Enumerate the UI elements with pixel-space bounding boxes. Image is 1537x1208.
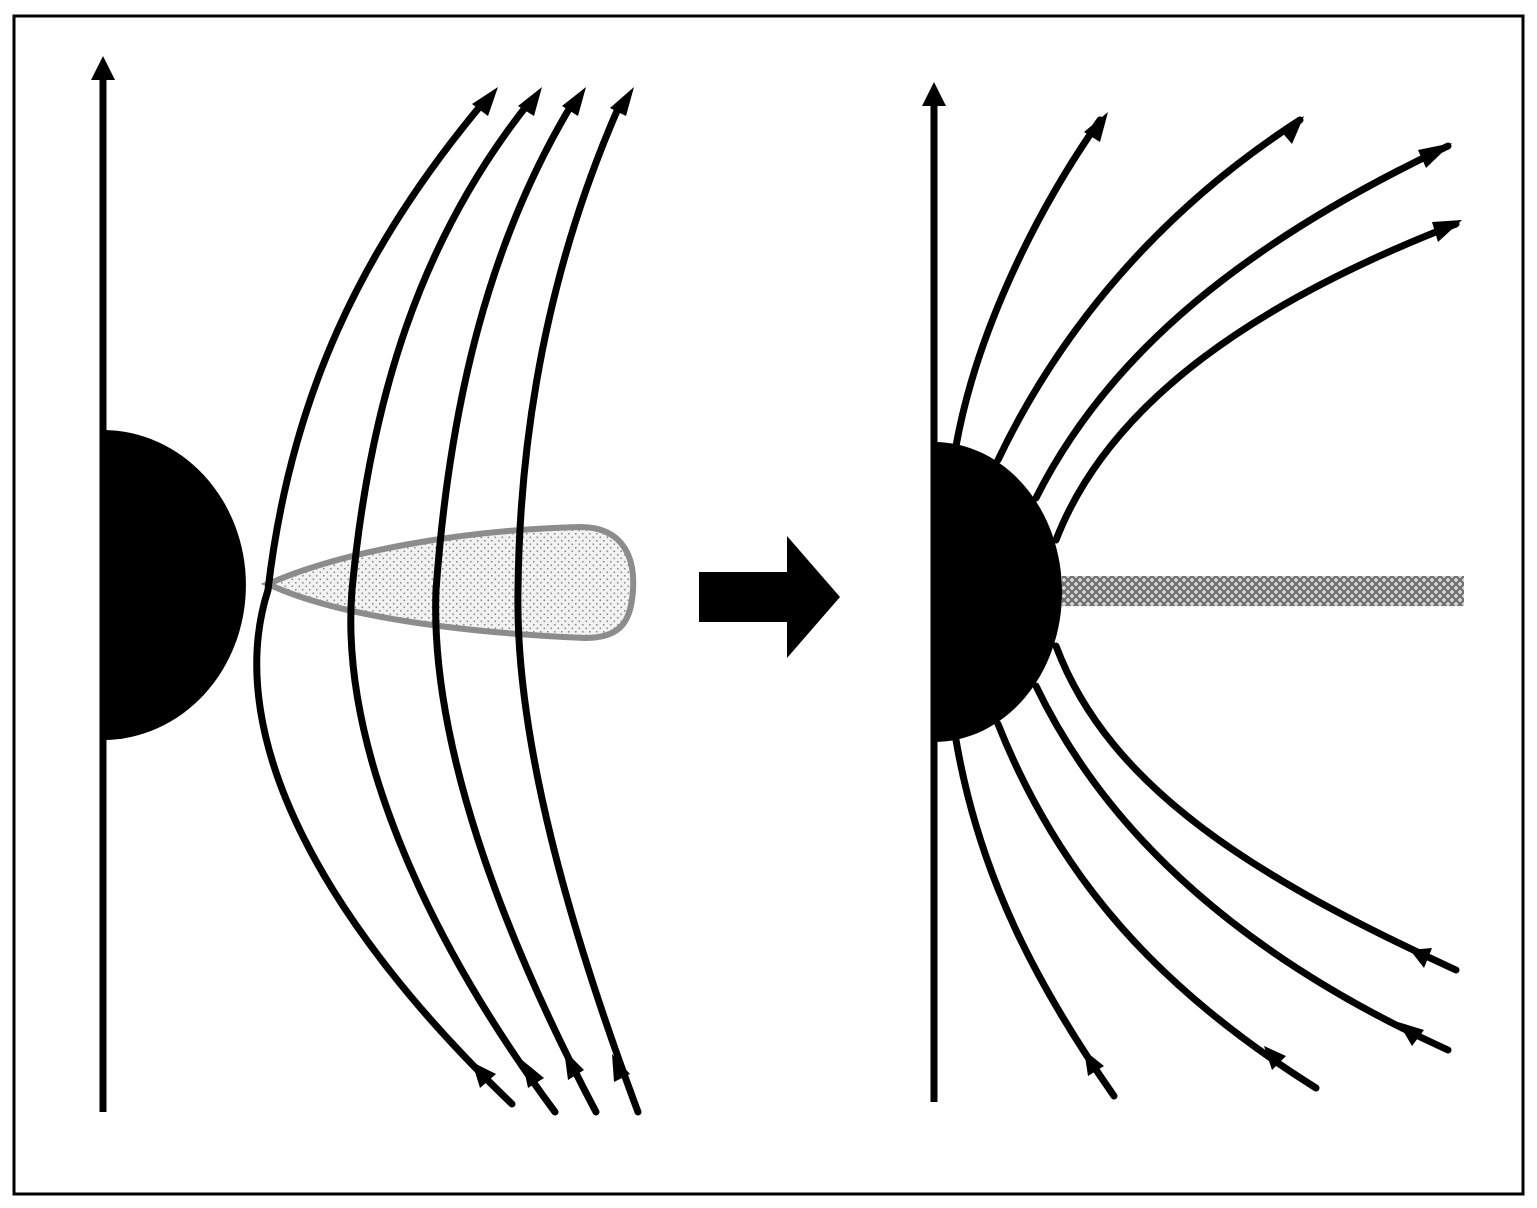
left-bottom-arrowhead-icon (472, 1062, 496, 1088)
right-lower-field-line-3 (1032, 682, 1452, 1054)
right-upper-field-line-1 (952, 116, 1104, 450)
left-half-disc (103, 430, 246, 740)
left-top-arrowhead-icon (518, 87, 542, 116)
right-panel (922, 82, 1464, 1102)
right-axis-arrowhead-icon (922, 82, 946, 106)
right-lower-arrowhead-icon (1084, 1050, 1104, 1076)
left-bottom-arrowhead-icon (564, 1050, 584, 1080)
right-lower-arrowhead-icon (1264, 1046, 1286, 1070)
right-upper-arrowhead-icon (1084, 112, 1108, 142)
right-hatched-tail (1062, 576, 1464, 606)
right-upper-arrowhead-icon (1432, 220, 1462, 242)
right-lower-arrowhead-icon (1410, 948, 1432, 968)
left-field-line-2 (347, 100, 559, 1116)
left-top-arrowhead-icon (610, 87, 634, 116)
left-stippled-plume (260, 523, 637, 642)
right-lower-field-line-1 (952, 736, 1118, 1100)
left-field-line-1 (253, 100, 516, 1108)
left-panel (91, 56, 642, 1116)
right-upper-field-line-4 (1052, 220, 1460, 544)
right-upper-field-line-2 (994, 116, 1304, 464)
left-field-line-4 (514, 100, 642, 1116)
left-axis-arrowhead-icon (91, 56, 115, 80)
right-upper-field-line-3 (1032, 142, 1452, 502)
left-top-arrowhead-icon (562, 87, 586, 116)
right-lower-field-line-4 (1052, 642, 1460, 974)
right-lower-field-line-2 (994, 720, 1320, 1092)
right-lower-arrowhead-icon (1398, 1022, 1424, 1046)
left-field-line-3 (432, 100, 600, 1116)
right-upper-arrowhead-icon (1280, 116, 1304, 144)
right-arrow-icon (699, 536, 840, 658)
figure-border (12, 14, 1525, 1196)
left-top-arrowhead-icon (472, 87, 498, 116)
left-bottom-arrowhead-icon (612, 1054, 630, 1082)
right-upper-arrowhead-icon (1418, 143, 1452, 168)
left-bottom-arrowhead-icon (522, 1060, 544, 1088)
right-half-disc (934, 442, 1062, 742)
